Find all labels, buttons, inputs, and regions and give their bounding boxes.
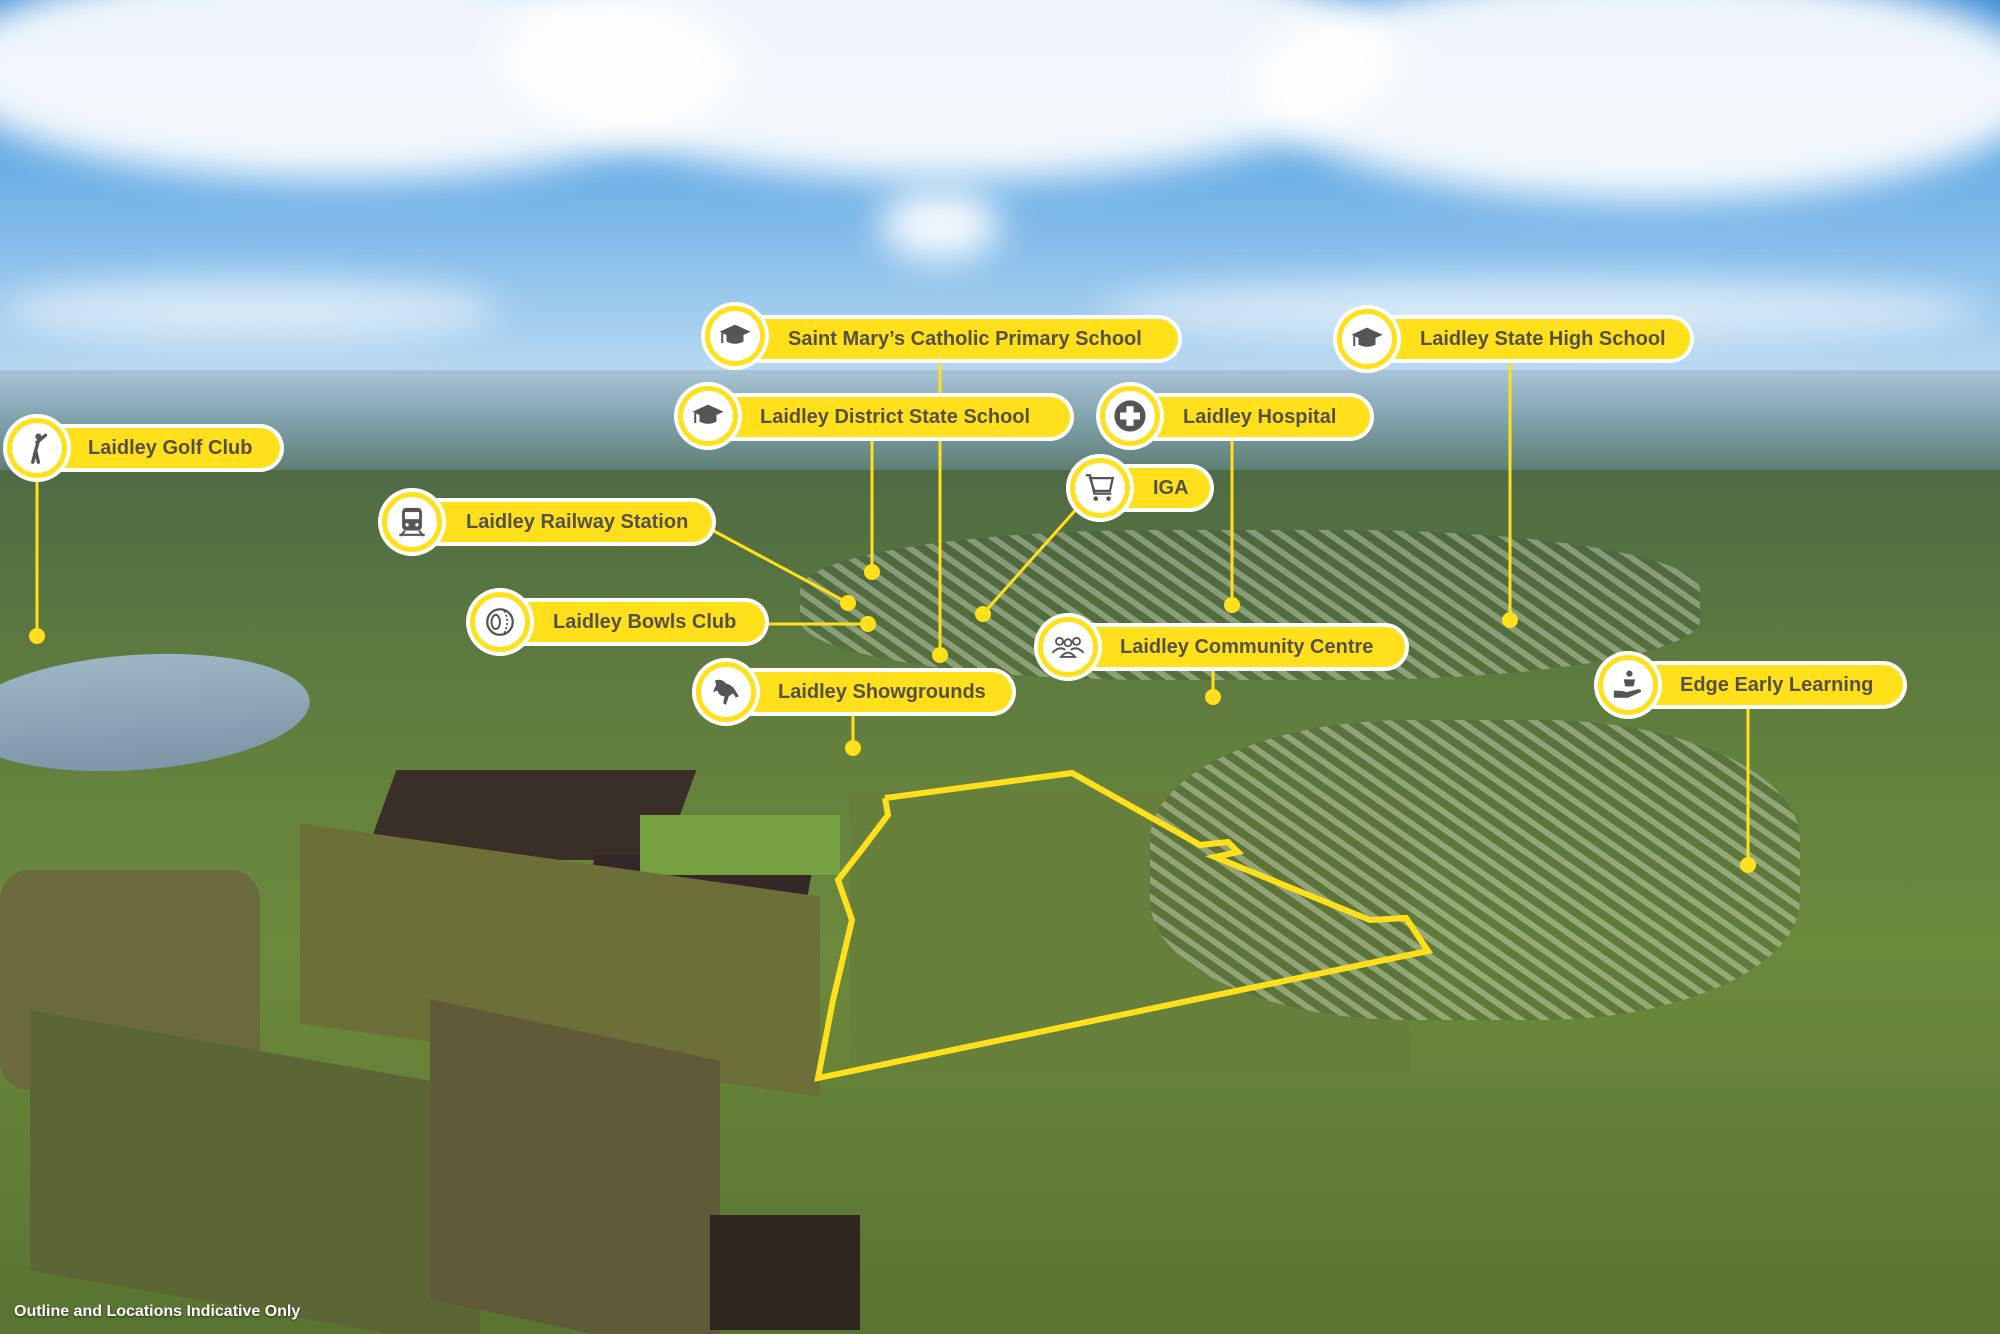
golfer-icon [31,433,48,464]
pin-stmarys [932,647,948,663]
marker-text: Laidley Showgrounds [778,680,986,703]
town-area [1150,720,1800,1020]
marker-badge-community-centre[interactable] [1038,617,1098,677]
marker-label-saint-marys[interactable]: Saint Mary’s Catholic Primary School [740,319,1178,359]
medical-cross-icon [1114,400,1146,432]
child-in-hand-icon [1613,670,1642,698]
graduation-cap-icon [719,324,751,344]
marker-badge-district-state-school[interactable] [678,386,738,446]
marker-label-showgrounds[interactable]: Laidley Showgrounds [730,672,1012,712]
marker-badge-bowls-club[interactable] [470,592,530,652]
marker-label-hospital[interactable]: Laidley Hospital [1135,397,1370,437]
lawn-bowl-icon [486,608,514,636]
green-field [640,815,840,875]
marker-badge-edge-early-learning[interactable] [1598,655,1658,715]
marker-text: Laidley Railway Station [466,510,689,533]
marker-text: IGA [1153,476,1189,499]
marker-text: Laidley District State School [760,405,1031,428]
marker-badge-railway-station[interactable] [382,492,442,552]
dark-field [710,1215,860,1330]
pin-earlylearning [1740,857,1756,873]
horse-icon [713,679,739,705]
pin-golf [29,628,45,644]
marker-label-railway-station[interactable]: Laidley Railway Station [418,502,712,542]
train-icon [399,507,425,537]
pin-community [1205,689,1221,705]
marker-label-golf-club[interactable]: Laidley Golf Club [40,428,280,468]
marker-badge-showgrounds[interactable] [696,662,756,722]
marker-text: Laidley Community Centre [1120,635,1374,658]
marker-text: Edge Early Learning [1680,673,1874,696]
pin-highschool [1502,612,1518,628]
pin-iga [975,606,991,622]
marker-label-state-high-school[interactable]: Laidley State High School [1372,319,1690,359]
people-group-icon [1051,636,1085,658]
marker-text: Laidley State High School [1420,327,1666,350]
cloud [0,280,500,340]
pin-hospital [1224,597,1240,613]
pin-bowls [860,616,876,632]
disclaimer-note: Outline and Locations Indicative Only [14,1303,301,1320]
marker-label-district-state-school[interactable]: Laidley District State School [712,397,1070,437]
marker-text: Saint Mary’s Catholic Primary School [788,327,1142,350]
marker-text: Laidley Hospital [1183,405,1337,428]
subject-land [850,790,1410,1070]
marker-badge-golf-club[interactable] [7,418,67,478]
shopping-cart-icon [1085,474,1115,501]
marker-label-community-centre[interactable]: Laidley Community Centre [1072,627,1405,667]
graduation-cap-icon [692,404,724,424]
marker-badge-iga[interactable] [1070,458,1130,518]
marker-badge-state-high-school[interactable] [1337,309,1397,369]
marker-badge-hospital[interactable] [1100,386,1160,446]
marker-text: Laidley Bowls Club [553,610,737,633]
marker-label-edge-early-learning[interactable]: Edge Early Learning [1632,665,1903,705]
cloud [1250,0,2000,200]
pin-district [864,564,880,580]
property-outline [814,769,1433,1082]
graduation-cap-icon [1351,327,1383,347]
marker-text: Laidley Golf Club [88,436,253,459]
marker-label-bowls-club[interactable]: Laidley Bowls Club [505,602,765,642]
pin-railway [840,595,856,611]
cloud [880,190,1000,260]
marker-badge-saint-marys[interactable] [705,306,765,366]
pin-showgrounds [845,740,861,756]
